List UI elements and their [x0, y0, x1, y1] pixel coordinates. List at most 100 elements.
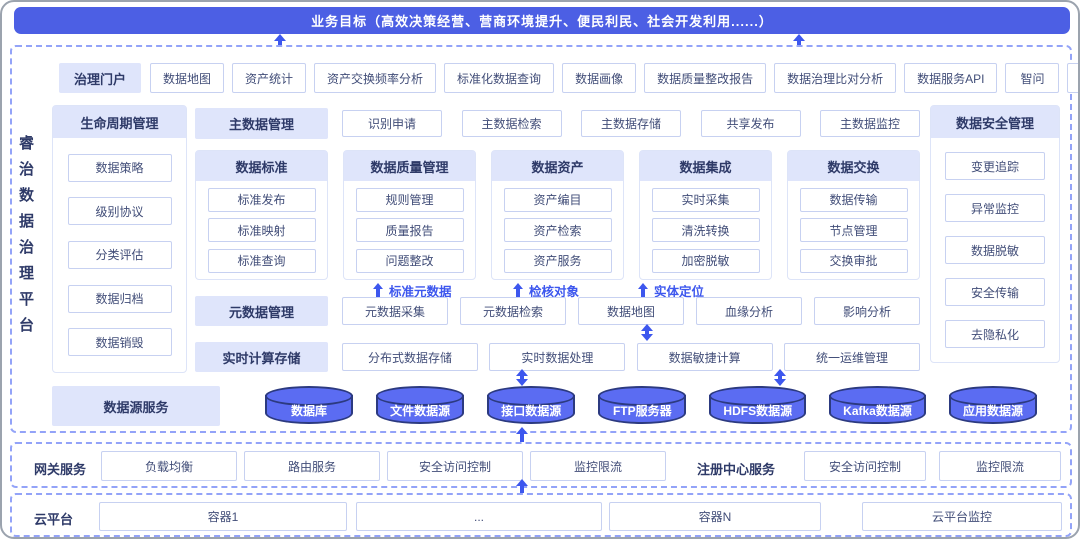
- column-item: 标准查询: [207, 248, 316, 273]
- security-item: 数据脱敏: [945, 236, 1045, 264]
- database-cylinder-icon: 应用数据源: [948, 386, 1037, 424]
- column-header: 数据质量管理: [344, 151, 475, 181]
- registry-label: 注册中心服务: [697, 462, 776, 477]
- double-arrow-icon: [516, 369, 528, 386]
- lifecycle-item: 数据销毁: [67, 328, 172, 357]
- database-cylinder-icon: FTP服务器: [598, 386, 687, 424]
- cloud-item: 云平台监控: [862, 502, 1062, 531]
- double-arrow-icon: [641, 324, 653, 341]
- datasource-item: Kafka数据源: [843, 403, 912, 418]
- column-header: 数据资产: [492, 151, 623, 181]
- up-arrow-icon: [516, 479, 528, 500]
- flow-label: 实体定位: [654, 285, 705, 299]
- column-item: 问题整改: [355, 248, 464, 273]
- portal-item: 数据治理比对分析: [774, 63, 897, 93]
- column-item: 数据传输: [799, 187, 908, 212]
- column-item: 标准映射: [207, 218, 316, 242]
- portal-item: 数据画像: [562, 63, 637, 93]
- registry-item: 安全访问控制: [804, 451, 926, 481]
- portal-item: 资产交换频率分析: [314, 63, 437, 93]
- cloud-container: 云平台 容器1 ... 容器N 云平台监控: [10, 493, 1072, 537]
- security-panel: 数据安全管理 变更追踪 异常监控 数据脱敏 安全传输 去隐私化: [930, 105, 1060, 363]
- master-data-item: 主数据监控: [820, 110, 920, 137]
- security-item: 安全传输: [945, 278, 1045, 306]
- column-item: 实时采集: [651, 187, 760, 212]
- datasource-item: HDFS数据源: [723, 403, 793, 418]
- module-column-data-standard: 数据标准 标准发布 标准映射 标准查询: [195, 150, 328, 280]
- realtime-item: 数据敏捷计算: [636, 343, 773, 371]
- module-column-data-asset: 数据资产 资产编目 资产检索 资产服务: [491, 150, 624, 280]
- portal-item: 更多应用: [1067, 63, 1078, 93]
- datasource-item: 应用数据源: [962, 403, 1023, 418]
- master-data-item: 主数据存储: [581, 110, 681, 137]
- master-data-item: 共享发布: [700, 110, 801, 137]
- metadata-item: 元数据检索: [460, 297, 566, 325]
- up-arrow-icon: [513, 282, 523, 299]
- column-item: 规则管理: [355, 187, 464, 212]
- database-cylinder-icon: 文件数据源: [376, 386, 465, 424]
- realtime-item: 统一运维管理: [783, 343, 920, 371]
- gateway-item: 监控限流: [530, 451, 666, 481]
- portal-item: 数据地图: [150, 63, 225, 93]
- gateway-item: 安全访问控制: [387, 451, 523, 481]
- up-arrow-icon: [373, 282, 383, 299]
- database-cylinder-icon: Kafka数据源: [829, 386, 926, 424]
- column-item: 质量报告: [355, 218, 464, 242]
- realtime-item: 实时数据处理: [489, 343, 626, 371]
- cloud-label: 云平台: [34, 512, 74, 527]
- gateway-item: 负载均衡: [101, 451, 237, 481]
- metadata-item: 影响分析: [814, 297, 920, 325]
- flow-label: 标准元数据: [389, 285, 452, 299]
- portal-label: 治理门户: [59, 63, 141, 93]
- lifecycle-item: 数据归档: [67, 284, 172, 313]
- portal-item: 数据质量整改报告: [644, 63, 767, 93]
- cloud-item: 容器1: [99, 502, 347, 531]
- datasource-item: 接口数据源: [501, 403, 562, 418]
- column-item: 交换审批: [799, 248, 908, 273]
- column-header: 数据标准: [196, 151, 327, 181]
- realtime-label: 实时计算存储: [195, 342, 328, 372]
- lifecycle-header: 生命周期管理: [53, 106, 186, 138]
- module-column-data-exchange: 数据交换 数据传输 节点管理 交换审批: [787, 150, 920, 280]
- module-column-data-quality: 数据质量管理 规则管理 质量报告 问题整改: [343, 150, 476, 280]
- security-item: 异常监控: [945, 194, 1045, 222]
- flow-annotation: 实体定位: [638, 281, 704, 300]
- platform-vertical-title: 睿治数据治理平台: [17, 135, 34, 343]
- column-item: 清洗转换: [651, 218, 760, 242]
- datasource-item: 数据库: [290, 403, 327, 418]
- column-item: 加密脱敏: [651, 248, 760, 273]
- cloud-item: 容器N: [609, 502, 821, 531]
- master-data-item: 主数据检索: [461, 110, 562, 137]
- database-cylinder-icon: 数据库: [265, 386, 353, 424]
- registry-item: 监控限流: [939, 451, 1061, 481]
- portal-item: 智问: [1005, 63, 1060, 93]
- portal-item: 数据服务API: [904, 63, 998, 93]
- cloud-item: ...: [356, 502, 602, 531]
- lifecycle-item: 分类评估: [67, 240, 172, 269]
- metadata-label: 元数据管理: [195, 296, 328, 326]
- gateway-label: 网关服务: [34, 462, 87, 477]
- lifecycle-item: 级别协议: [67, 197, 172, 226]
- business-goal-banner: 业务目标（高效决策经营、营商环境提升、便民利民、社会开发利用......）: [14, 7, 1070, 34]
- flow-annotation: 标准元数据: [373, 281, 452, 300]
- database-cylinder-icon: HDFS数据源: [709, 386, 807, 424]
- up-arrow-icon: [638, 282, 648, 299]
- module-column-data-integration: 数据集成 实时采集 清洗转换 加密脱敏: [639, 150, 772, 280]
- security-item: 去隐私化: [945, 320, 1045, 348]
- column-item: 标准发布: [207, 187, 316, 212]
- portal-item: 标准化数据查询: [444, 63, 555, 93]
- column-item: 资产检索: [503, 218, 612, 242]
- flow-label: 检核对象: [529, 285, 580, 299]
- column-item: 资产编目: [503, 187, 612, 212]
- gateway-container: 网关服务 负载均衡 路由服务 安全访问控制 监控限流 注册中心服务 安全访问控制…: [10, 442, 1072, 488]
- master-data-label: 主数据管理: [195, 108, 328, 139]
- metadata-item: 元数据采集: [342, 297, 448, 325]
- datasource-item: FTP服务器: [612, 403, 672, 418]
- metadata-item: 血缘分析: [696, 297, 802, 325]
- master-data-item: 识别申请: [342, 110, 442, 137]
- lifecycle-panel: 生命周期管理 数据策略 级别协议 分类评估 数据归档 数据销毁: [52, 105, 187, 373]
- double-arrow-icon: [774, 369, 786, 386]
- column-item: 资产服务: [503, 248, 612, 273]
- datasource-item: 文件数据源: [390, 403, 451, 418]
